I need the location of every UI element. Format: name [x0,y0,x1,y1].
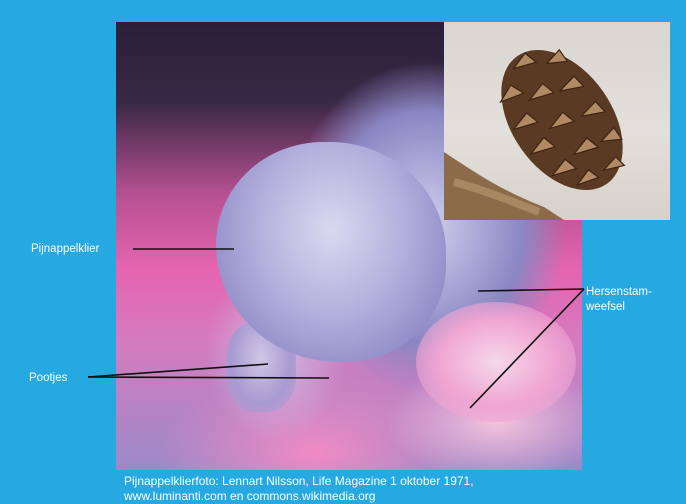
pineal-gland-label: Pijnappelklier [31,242,99,256]
feet-label: Pootjes [29,371,67,385]
brainstem-tissue-label-line2: weefsel [586,300,686,315]
pine-cone-photo [444,22,670,220]
pine-cone-drawing [444,22,670,220]
photo-caption: Pijnappelklierfoto: Lennart Nilsson, Lif… [124,474,644,504]
pine-cone [476,27,647,212]
brainstem-tissue-label-line1: Hersenstam- [586,285,686,300]
pink-tissue-glow [416,302,576,422]
caption-line1: Pijnappelklierfoto: Lennart Nilsson, Lif… [124,474,644,489]
brainstem-tissue-label: Hersenstam- weefsel [586,285,686,315]
caption-line2: www.luminanti.com en commons.wikimedia.o… [124,489,644,504]
